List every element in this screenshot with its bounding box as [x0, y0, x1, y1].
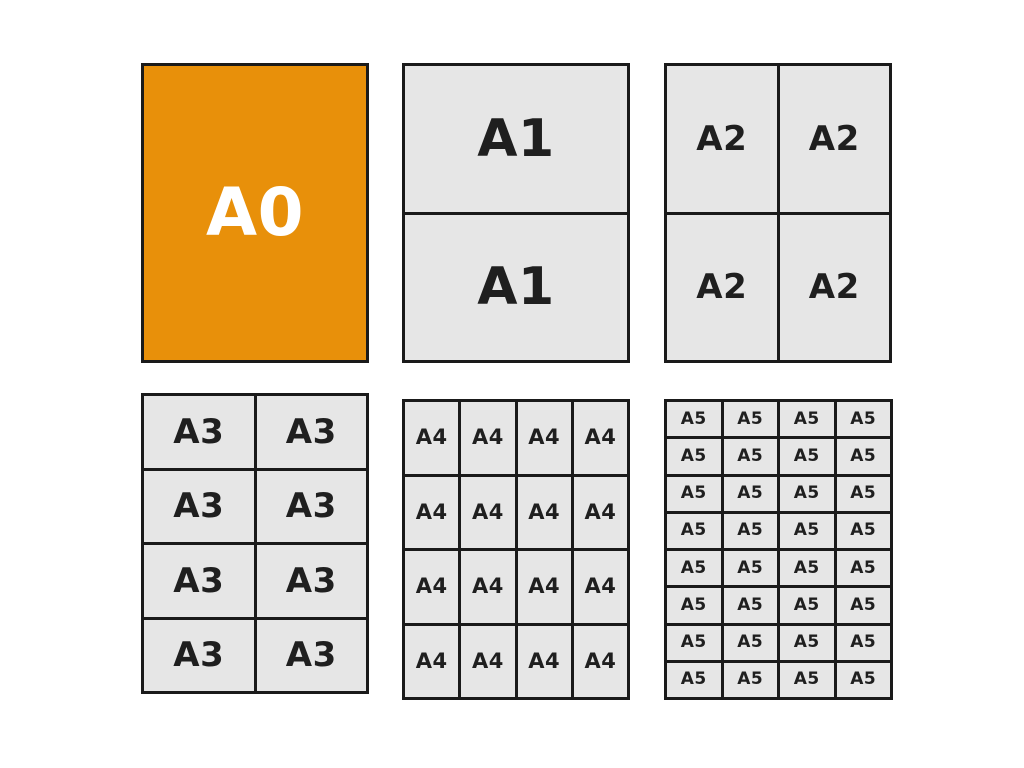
sheet-a2: A2: [779, 66, 889, 212]
sheet-a4: A4: [405, 476, 459, 548]
sheet-a5: A5: [667, 476, 721, 511]
sheet-a5: A5: [667, 513, 721, 548]
sheet-a5: A5: [723, 662, 777, 697]
sheet-a5: A5: [723, 439, 777, 474]
sheet-a2: A2: [779, 214, 889, 360]
sheet-a5: A5: [836, 476, 890, 511]
sheet-a5: A5: [780, 551, 834, 586]
sheet-a3: A3: [256, 619, 366, 691]
sheet-a3: A3: [144, 396, 254, 468]
sheet-a5: A5: [723, 476, 777, 511]
sheet-a5: A5: [836, 551, 890, 586]
sheet-a4: A4: [405, 551, 459, 623]
sheet-a5: A5: [667, 662, 721, 697]
sheet-a4: A4: [461, 476, 515, 548]
sheet-a5: A5: [780, 402, 834, 437]
sheet-a4: A4: [461, 625, 515, 697]
sheet-a4: A4: [405, 625, 459, 697]
sheet-a5: A5: [723, 513, 777, 548]
sheet-a5: A5: [667, 551, 721, 586]
sheet-a4: A4: [517, 551, 571, 623]
sheet-a5: A5: [836, 402, 890, 437]
sheet-a5: A5: [723, 402, 777, 437]
sheet-a5: A5: [667, 439, 721, 474]
sheet-a3: A3: [256, 545, 366, 617]
sheet-a5: A5: [780, 625, 834, 660]
sheet-a5: A5: [667, 402, 721, 437]
sheet-a1: A1: [405, 66, 627, 212]
sheet-a5: A5: [836, 588, 890, 623]
sheet-a4: A4: [517, 402, 571, 474]
sheet-a5: A5: [780, 476, 834, 511]
sheet-a5: A5: [780, 588, 834, 623]
sheet-a5: A5: [780, 513, 834, 548]
sheet-a5: A5: [780, 439, 834, 474]
sheet-a4: A4: [573, 551, 627, 623]
sheet-a4: A4: [573, 625, 627, 697]
sheet-a5: A5: [667, 625, 721, 660]
sheet-a4: A4: [573, 476, 627, 548]
sheet-a5: A5: [836, 662, 890, 697]
sheet-a4: A4: [405, 402, 459, 474]
sheet-a2: A2: [667, 66, 777, 212]
sheet-a5: A5: [836, 513, 890, 548]
sheet-a1: A1: [405, 214, 627, 360]
sheet-a5: A5: [836, 625, 890, 660]
sheet-a5: A5: [723, 551, 777, 586]
sheet-a4: A4: [573, 402, 627, 474]
sheet-a3: A3: [256, 396, 366, 468]
sheet-a3: A3: [144, 619, 254, 691]
sheet-a2: A2: [667, 214, 777, 360]
sheet-a0: A0: [144, 66, 366, 360]
sheet-a4: A4: [461, 551, 515, 623]
sheet-a4: A4: [517, 625, 571, 697]
sheet-a5: A5: [836, 439, 890, 474]
sheet-a4: A4: [517, 476, 571, 548]
sheet-a5: A5: [780, 662, 834, 697]
sheet-a3: A3: [256, 470, 366, 542]
sheet-a4: A4: [461, 402, 515, 474]
sheet-a5: A5: [723, 588, 777, 623]
panel-a0: A0: [141, 63, 369, 363]
sheet-a5: A5: [723, 625, 777, 660]
sheet-a5: A5: [667, 588, 721, 623]
sheet-a3: A3: [144, 470, 254, 542]
sheet-a3: A3: [144, 545, 254, 617]
